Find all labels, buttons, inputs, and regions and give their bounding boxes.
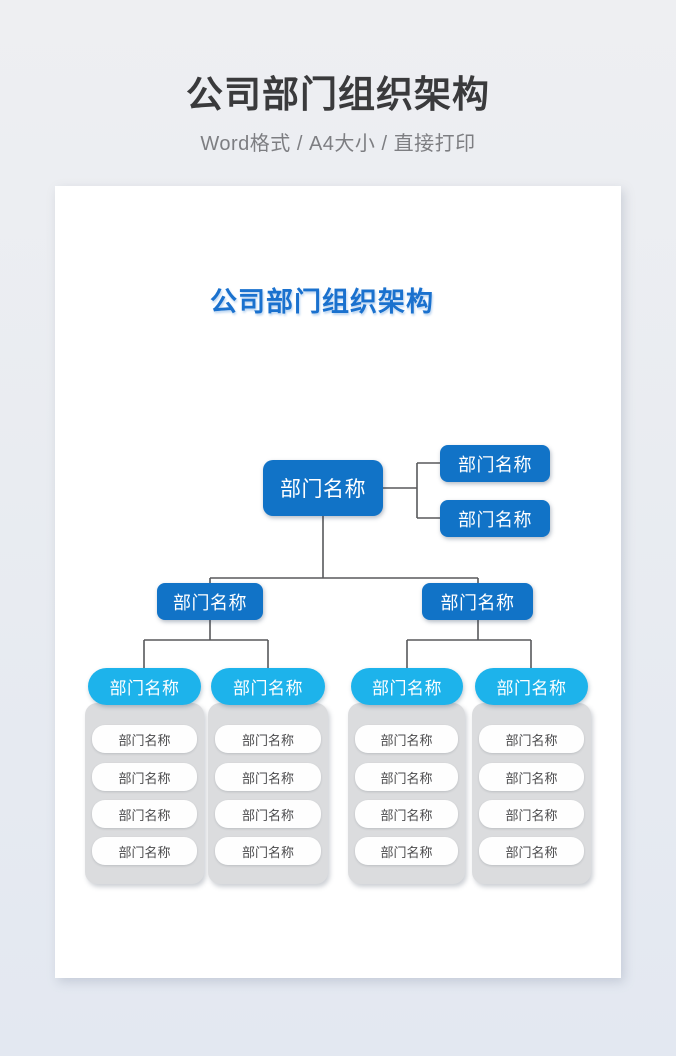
org-group-item: 部门名称 xyxy=(355,763,458,791)
page-title: 公司部门组织架构 xyxy=(186,74,490,115)
site-header: 公司部门组织架构 Word格式 / A4大小 / 直接打印 xyxy=(0,0,676,156)
org-node-side-2: 部门名称 xyxy=(440,500,550,537)
org-group-header: 部门名称 xyxy=(475,668,588,705)
org-chart: 部门名称 部门名称 部门名称 部门名称 部门名称 部门名称 部门名称 部门名称 … xyxy=(55,186,621,978)
page-subtitle: Word格式 / A4大小 / 直接打印 xyxy=(200,133,476,155)
org-node-side-1: 部门名称 xyxy=(440,445,550,482)
org-group-item: 部门名称 xyxy=(355,837,458,865)
org-group-item: 部门名称 xyxy=(355,800,458,828)
org-group-item: 部门名称 xyxy=(479,837,584,865)
org-group-item: 部门名称 xyxy=(92,725,197,753)
org-group-item: 部门名称 xyxy=(479,725,584,753)
org-group-item: 部门名称 xyxy=(215,725,321,753)
org-node-root: 部门名称 xyxy=(263,460,383,516)
org-node-branch-left: 部门名称 xyxy=(157,583,263,620)
org-group-item: 部门名称 xyxy=(215,800,321,828)
org-group-item: 部门名称 xyxy=(92,800,197,828)
org-node-branch-right: 部门名称 xyxy=(422,583,533,620)
org-group-item: 部门名称 xyxy=(92,837,197,865)
org-group-item: 部门名称 xyxy=(479,800,584,828)
org-group-header: 部门名称 xyxy=(211,668,325,705)
connector-lines xyxy=(143,462,532,669)
document-title: 公司部门组织架构 xyxy=(210,287,434,317)
org-group-header: 部门名称 xyxy=(88,668,201,705)
document-page: 公司部门组织架构 部门名称 部门名称 部门名称 部门名称 部门名称 部门名称 部… xyxy=(55,186,621,978)
org-group-item: 部门名称 xyxy=(215,837,321,865)
org-group-item: 部门名称 xyxy=(215,763,321,791)
org-group-item: 部门名称 xyxy=(355,725,458,753)
org-group-header: 部门名称 xyxy=(351,668,463,705)
org-group-item: 部门名称 xyxy=(92,763,197,791)
org-group-item: 部门名称 xyxy=(479,763,584,791)
